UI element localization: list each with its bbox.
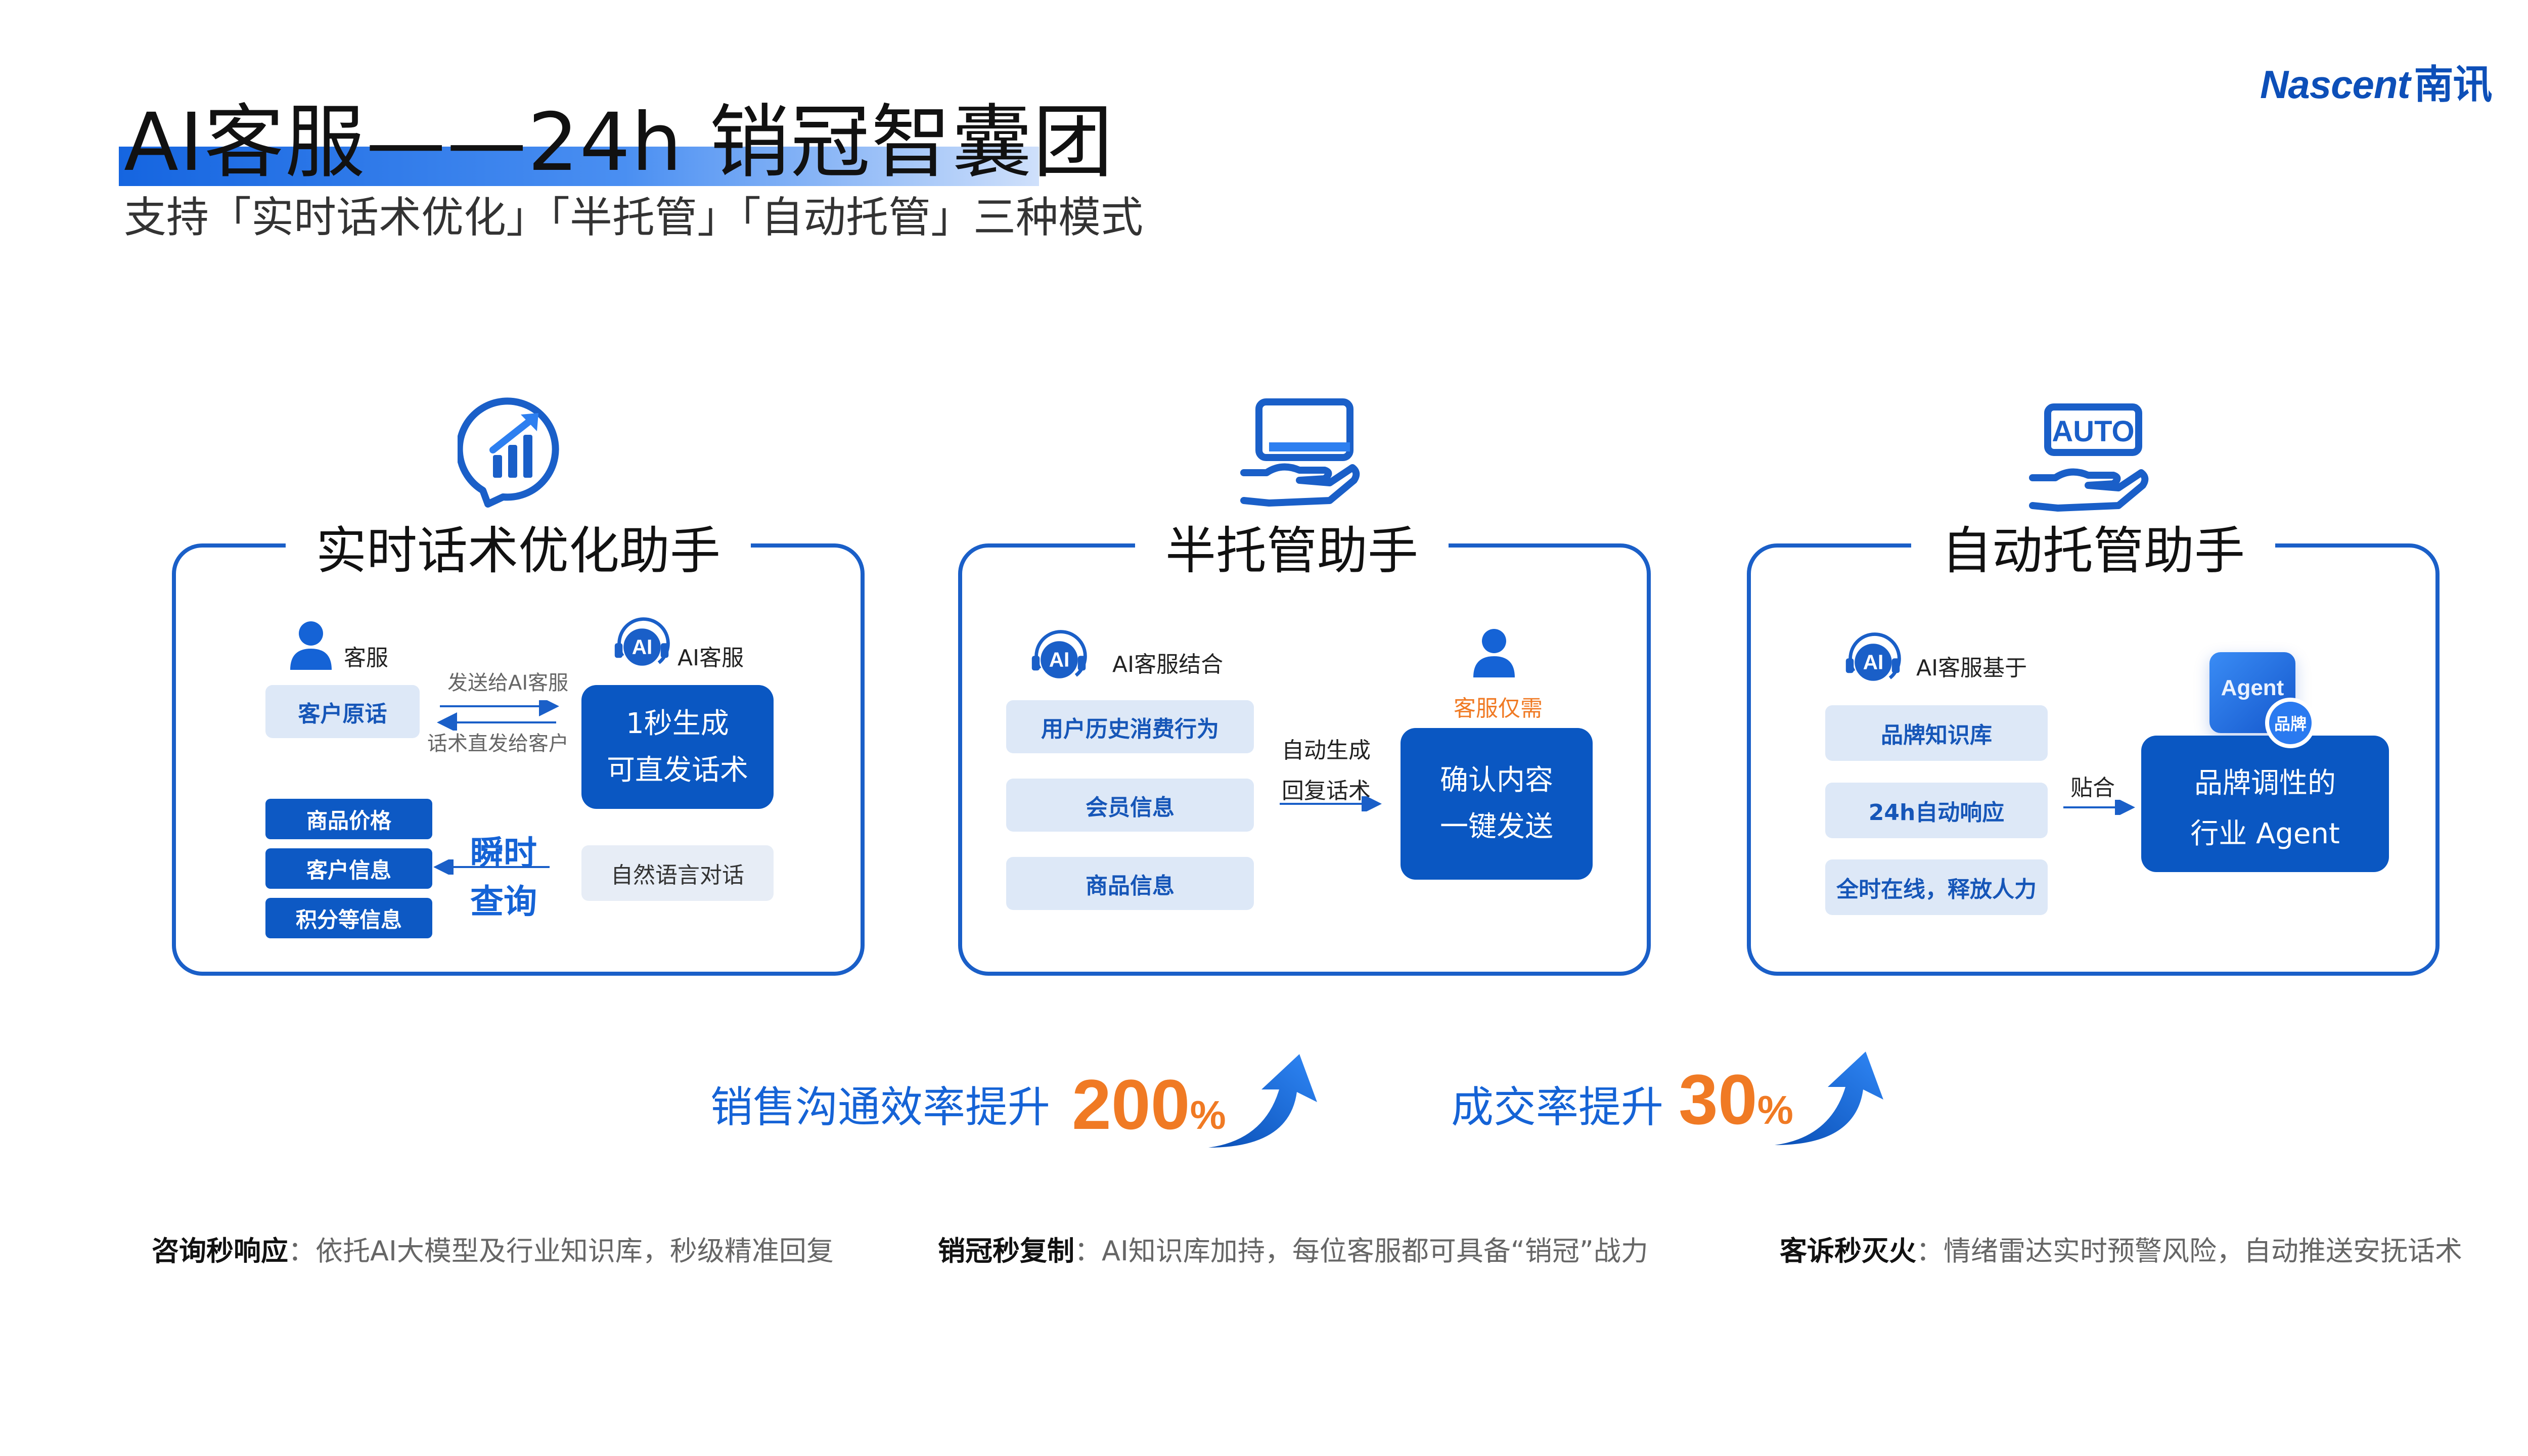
- industry-agent-text: 品牌调性的 行业 Agent: [2141, 758, 2389, 859]
- footer-item-consult: 咨询秒响应：依托AI大模型及行业知识库，秒级精准回复: [152, 1235, 834, 1267]
- agent-icon-text: Agent: [2221, 675, 2284, 700]
- result-line-1: 品牌调性的: [2194, 767, 2336, 800]
- item-brand-knowledge: 品牌知识库: [1825, 705, 2048, 761]
- logo-cn: 南讯: [2414, 62, 2492, 108]
- footer-text: AI知识库加持，每位客服都可具备“销冠”战力: [1102, 1235, 1648, 1267]
- stat-value-conversion-number: 30: [1679, 1060, 1757, 1139]
- page-subtitle: 支持「实时话术优化」「半托管」「自动托管」三种模式: [124, 193, 1144, 242]
- title-highlight: [119, 147, 1039, 186]
- logo-en: Nascent: [2260, 62, 2410, 107]
- generate-arrow: [1280, 796, 1382, 811]
- card-title-auto: 自动托管助手: [1911, 521, 2275, 581]
- customer-message-chip: 客户原话: [265, 685, 420, 738]
- hand-card-icon: [1240, 398, 1360, 507]
- ai-combine-label: AI客服结合: [1112, 652, 1224, 677]
- send-to-customer-label: 话术直发给客户: [427, 732, 569, 755]
- fit-label: 贴合: [2070, 775, 2115, 801]
- agent-only-note: 客服仅需: [1454, 696, 1543, 721]
- reply-line-2: 可直发话术: [607, 753, 748, 787]
- info-item-points: 积分等信息: [265, 898, 432, 938]
- stat-value-efficiency-unit: %: [1190, 1093, 1226, 1138]
- item-product-info: 商品信息: [1006, 857, 1254, 910]
- stat-value-efficiency-number: 200: [1072, 1065, 1190, 1144]
- instant-line-2: 查询: [470, 882, 537, 921]
- item-member-info: 会员信息: [1006, 779, 1254, 832]
- industry-agent-box: [2141, 736, 2389, 872]
- footer-item-copy: 销冠秒复制：AI知识库加持，每位客服都可具备“销冠”战力: [938, 1235, 1648, 1267]
- confirm-line-1: 确认内容: [1440, 764, 1553, 797]
- stat-label-conversion: 成交率提升: [1451, 1082, 1664, 1132]
- card-title-realtime: 实时话术优化助手: [286, 521, 751, 581]
- item-24h-response: 24h自动响应: [1825, 783, 2048, 838]
- agent-label: 客服: [344, 645, 388, 671]
- ai-headset-icon: AI: [612, 617, 672, 677]
- footer-item-complaint: 客诉秒灭火：情绪雷达实时预警风险，自动推送安抚话术: [1780, 1235, 2462, 1267]
- info-item-customer: 客户信息: [265, 848, 432, 889]
- reply-generation-box: 1秒生成 可直发话术: [581, 685, 774, 809]
- ai-badge-text: AI: [632, 635, 653, 659]
- confirm-line-2: 一键发送: [1440, 810, 1553, 843]
- ai-badge-text: AI: [1863, 651, 1884, 674]
- result-line-2: 行业 Agent: [2190, 817, 2340, 850]
- info-item-price: 商品价格: [265, 799, 432, 839]
- fit-arrow: [2063, 800, 2135, 815]
- bidirectional-arrows: [437, 700, 559, 731]
- footer-key: 销冠秒复制: [938, 1235, 1074, 1267]
- chart-growth-icon: [458, 397, 559, 508]
- brand-badge: 品牌: [2265, 698, 2316, 748]
- agent-person-icon: [290, 621, 332, 670]
- stat-label-efficiency: 销售沟通效率提升: [710, 1082, 1051, 1132]
- ai-headset-icon: AI: [1843, 632, 1904, 693]
- auto-icon-text: AUTO: [2052, 415, 2134, 448]
- auto-generate-label: 自动生成 回复话术: [1282, 731, 1371, 811]
- item-consumption-history: 用户历史消费行为: [1006, 700, 1254, 753]
- query-arrow: [433, 859, 550, 875]
- ai-badge-text: AI: [1049, 648, 1070, 671]
- item-always-online: 全时在线，释放人力: [1825, 859, 2048, 915]
- natural-language-chip: 自然语言对话: [581, 845, 774, 901]
- footer-key: 客诉秒灭火: [1780, 1235, 1916, 1267]
- ai-based-label: AI客服基于: [1916, 655, 2027, 681]
- auto-hand-icon: AUTO: [2029, 403, 2149, 512]
- growth-arrow-icon: [1208, 1054, 1317, 1148]
- stat-value-conversion-unit: %: [1757, 1087, 1793, 1132]
- reply-line-1: 1秒生成: [626, 707, 729, 740]
- growth-arrow-icon: [1775, 1052, 1883, 1145]
- ai-label: AI客服: [678, 645, 744, 671]
- page-title: AI客服——24h 销冠智囊团: [124, 96, 1114, 189]
- footer-text: 情绪雷达实时预警风险，自动推送安抚话术: [1944, 1235, 2462, 1267]
- auto-line-2: 回复话术: [1282, 778, 1371, 804]
- card-title-semi: 半托管助手: [1135, 521, 1449, 581]
- confirm-send-box: 确认内容 一键发送: [1401, 728, 1593, 880]
- auto-line-1: 自动生成: [1282, 738, 1371, 763]
- footer-text: 依托AI大模型及行业知识库，秒级精准回复: [315, 1235, 834, 1267]
- stat-value-conversion: 30%: [1679, 1062, 1793, 1148]
- agent-person-icon: [1473, 629, 1515, 677]
- stat-value-efficiency: 200%: [1072, 1067, 1226, 1153]
- footer-key: 咨询秒响应: [152, 1235, 288, 1267]
- send-to-ai-label: 发送给AI客服: [447, 671, 569, 695]
- ai-headset-icon: AI: [1029, 629, 1090, 690]
- instant-query-label: 瞬时 查询: [470, 829, 537, 926]
